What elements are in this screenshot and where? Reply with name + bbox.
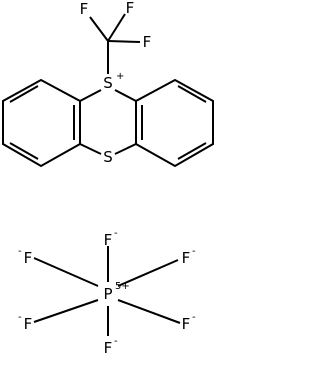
bond-s-left-ring — [79, 143, 102, 155]
pf6-bonds — [33, 246, 181, 336]
bond-c-f-top — [107, 13, 126, 42]
left-ring-double-3 — [9, 85, 39, 103]
left-benzene-ring — [2, 78, 81, 168]
bond-s-plus-right-ring — [114, 89, 137, 102]
sulfonium-charge: + — [116, 71, 124, 82]
bond-c-f-right — [107, 40, 141, 43]
atom-f-lower-right: F — [182, 315, 191, 333]
atom-ring-s: S — [103, 148, 113, 166]
central-ring-bonds — [79, 89, 137, 155]
f-lower-left-charge: - — [18, 312, 22, 323]
right-ring-double-2 — [177, 142, 207, 160]
bond-p-f-upper-right — [117, 259, 179, 287]
thianthrenium-cation: F F F S + S — [2, 0, 214, 168]
bond-p-f-lower-left — [33, 299, 99, 323]
atom-f-top: F — [104, 231, 113, 249]
left-ring-double-2 — [9, 142, 39, 160]
f-upper-right-charge: - — [192, 246, 196, 257]
bond-p-f-upper-left — [33, 257, 99, 287]
atom-f-bottom: F — [104, 339, 113, 357]
f-lower-right-charge: - — [192, 312, 196, 323]
f-bottom-charge: - — [114, 336, 118, 347]
atom-f-lower-left: F — [24, 315, 33, 333]
right-ring-outline — [135, 78, 214, 168]
cf3-bonds — [89, 13, 141, 74]
atom-f-cf3-right: F — [143, 33, 152, 51]
atom-f-upper-right: F — [182, 249, 191, 267]
atom-f-cf3-left: F — [80, 0, 89, 18]
right-ring-double-3 — [177, 85, 207, 103]
f-upper-left-charge: - — [18, 246, 22, 257]
bond-c-f-left — [89, 16, 109, 42]
structure-diagram: F F F S + S P 5+ F - F - F - F - F — [2, 0, 214, 357]
bond-s-plus-left-ring — [79, 89, 102, 102]
left-ring-outline — [2, 78, 81, 168]
phosphorus-charge: 5+ — [115, 281, 130, 292]
hexafluorophosphate-anion: P 5+ F - F - F - F - F - F - — [18, 228, 196, 357]
atom-p: P — [103, 285, 112, 303]
atom-f-cf3-top: F — [126, 0, 135, 17]
atom-f-upper-left: F — [24, 249, 33, 267]
bond-p-f-lower-right — [117, 299, 181, 324]
f-top-charge: - — [114, 228, 118, 239]
atom-sulfonium-s: S — [103, 74, 113, 92]
right-benzene-ring — [135, 78, 214, 168]
bond-s-right-ring — [114, 143, 137, 155]
